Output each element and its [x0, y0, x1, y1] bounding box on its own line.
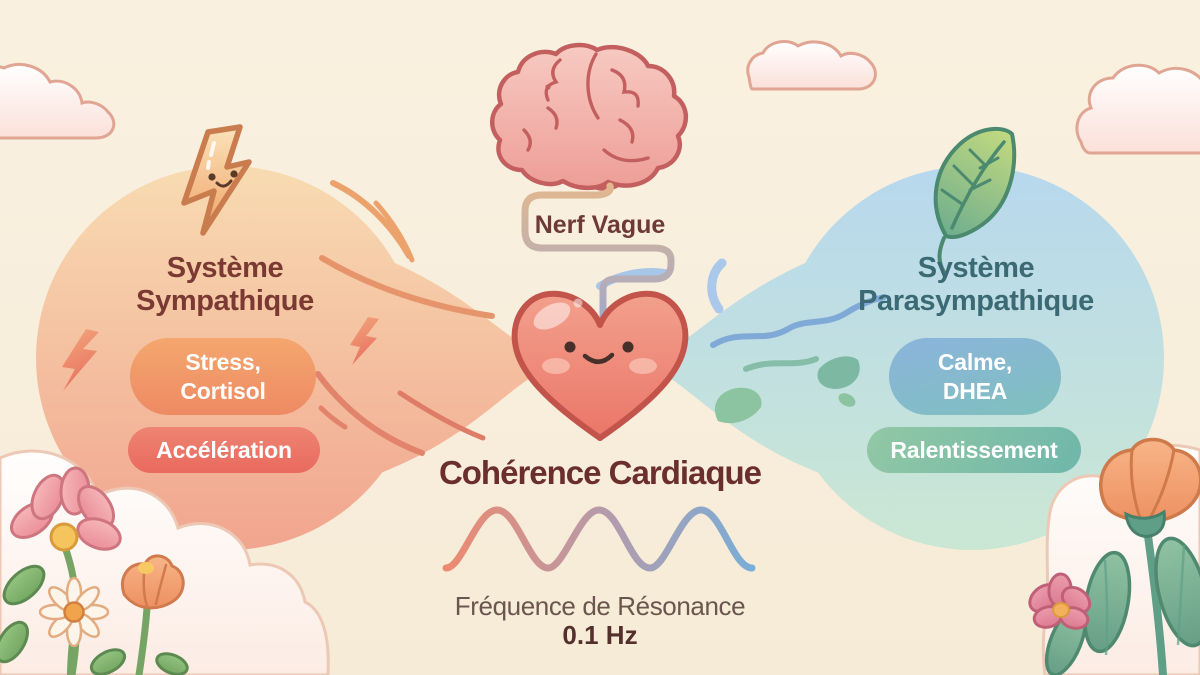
acceleration-badge-label: Accélération [156, 436, 292, 463]
sympathetic-title: Système Sympathique [60, 252, 390, 318]
sympathetic-title-line2: Sympathique [136, 285, 314, 318]
resonance-frequency-label: Fréquence de Résonance [454, 591, 746, 621]
calme-dhea-badge: Calme, DHEA [889, 338, 1061, 415]
lightning-bolt-icon [181, 124, 252, 236]
resonance-frequency-value: 0.1 Hz [562, 620, 638, 650]
calme-dhea-badge-line1: Calme, [937, 349, 1013, 376]
pink-flower [10, 466, 122, 551]
coherence-title: Cohérence Cardiaque [438, 454, 762, 491]
ralentissement-badge-label: Ralentissement [890, 436, 1058, 463]
stress-cortisol-badge-line2: Cortisol [180, 377, 266, 404]
vagus-nerve-label: Nerf Vague [534, 211, 666, 239]
parasympathetic-title-line2: Parasympathique [858, 285, 1094, 318]
parasympathetic-flow-lines [596, 258, 887, 372]
cloud-top-left [0, 63, 116, 140]
calme-dhea-badge-line2: DHEA [942, 377, 1008, 404]
parasympathetic-title: Système Parasympathique [795, 252, 1157, 318]
sympathetic-title-line1: Système [166, 252, 284, 284]
water-droplet-icon [714, 356, 860, 424]
smiling-heart-icon [511, 290, 689, 441]
flowers-bottom-right [1028, 437, 1200, 675]
tulip-flower [1098, 437, 1200, 538]
flowers-bottom-left [0, 466, 189, 675]
small-lightning-icon [62, 317, 379, 391]
acceleration-badge: Accélération [128, 427, 320, 473]
sine-wave-graphic [442, 506, 756, 572]
vagus-nerve-path [521, 182, 675, 322]
daisy-flower [38, 576, 110, 648]
cloud-top-middle [746, 40, 877, 91]
ralentissement-badge: Ralentissement [867, 427, 1081, 473]
stress-cortisol-badge-line1: Stress, [185, 349, 261, 376]
brain-icon [490, 42, 688, 191]
stress-cortisol-badge: Stress, Cortisol [130, 338, 316, 415]
leaf-icon [933, 126, 1017, 274]
tulip-flower [121, 554, 185, 610]
sympathetic-speed-lines [315, 180, 495, 456]
cloud-top-right [1075, 63, 1200, 155]
parasympathetic-title-line1: Système [917, 252, 1035, 284]
